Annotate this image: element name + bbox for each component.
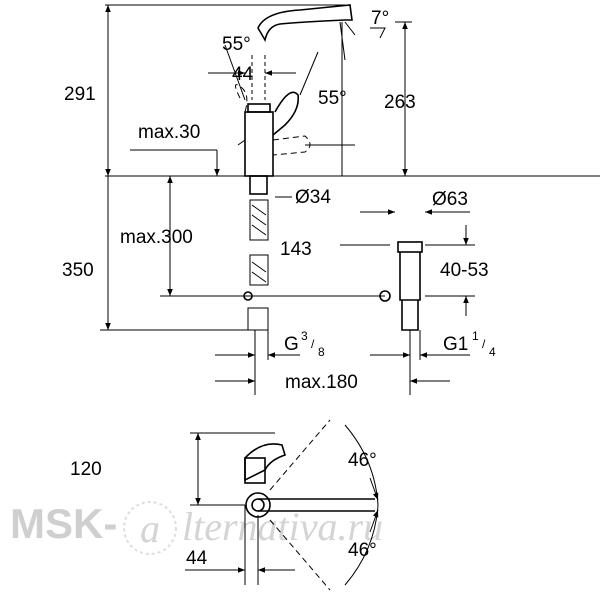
label-spout-angle: 7° [371, 8, 389, 29]
waste-thread-main: G1 [443, 334, 468, 355]
waste-thread-den: 4 [489, 345, 496, 359]
label-waste-diameter: Ø63 [432, 189, 468, 210]
label-plan-angle-bottom: 46° [348, 540, 377, 561]
label-lever-angle-right: 55° [318, 88, 347, 109]
label-max-deck-thickness: max.30 [138, 122, 200, 143]
faucet-plan-view [185, 419, 379, 591]
label-spout-height: 263 [384, 92, 416, 113]
faucet-elevation [100, 4, 600, 395]
thread-num: 3 [301, 329, 308, 343]
label-waste-thread: G1 1 / 4 [443, 329, 496, 359]
watermark-prefix: MSK- [10, 500, 117, 547]
label-lever-angle-left: 55° [222, 34, 251, 55]
thread-den: 8 [318, 345, 325, 359]
label-waste-range: 40-53 [440, 260, 489, 281]
waste-thread-num: 1 [472, 329, 479, 343]
label-hole-diameter: Ø34 [295, 187, 331, 208]
label-connection-thread: G 3 / 8 [284, 329, 325, 359]
label-max-rod-length: max.300 [120, 227, 193, 248]
watermark-at: a [140, 506, 160, 551]
label-total-height: 291 [64, 84, 96, 105]
label-plan-offset: 44 [186, 548, 208, 569]
label-plan-angle-top: 46° [348, 450, 377, 471]
label-max-waste-distance: max.180 [285, 372, 358, 393]
label-below-deck: 350 [62, 260, 94, 281]
waste-thread-slash: / [482, 337, 486, 351]
label-rod-offset: 143 [280, 239, 312, 260]
thread-slash: / [311, 337, 315, 351]
label-lever-offset: 44 [232, 64, 254, 85]
thread-main: G [284, 334, 299, 355]
label-plan-depth: 120 [70, 459, 102, 480]
watermark: MSK- a lternativa.ru [10, 500, 383, 555]
